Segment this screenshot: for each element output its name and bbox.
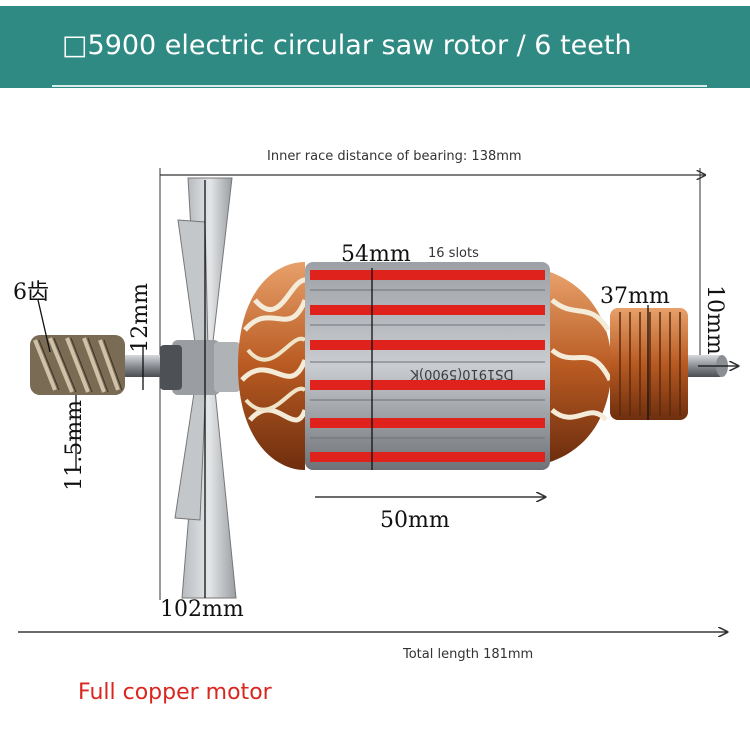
commutator	[610, 308, 688, 420]
commutator-diameter-label: 37mm	[600, 284, 670, 309]
core-length-label: 50mm	[380, 508, 450, 533]
copper-note: Full copper motor	[78, 680, 272, 705]
dimension-lines	[18, 180, 738, 632]
shaft-end-diameter-label: 10mm	[702, 285, 727, 355]
fan-diameter-label: 102mm	[160, 597, 244, 622]
gear-teeth-label: 6齿	[13, 280, 49, 305]
bearing-distance-label: Inner race distance of bearing: 138mm	[267, 149, 522, 164]
gear-diameter-label: 11.5mm	[62, 400, 87, 491]
armature-core: DS1910(5900)K	[305, 262, 550, 470]
core-marking: DS1910(5900)K	[410, 366, 514, 381]
slot-count-label: 16 slots	[428, 246, 479, 261]
total-length-label: Total length 181mm	[403, 647, 534, 662]
shaft-front-diameter-label: 12mm	[128, 283, 153, 353]
core-diameter-label: 54mm	[341, 242, 411, 267]
title-underline	[52, 85, 707, 87]
front-winding	[238, 262, 308, 470]
pinion-gear	[30, 335, 125, 395]
page-title: □5900 electric circular saw rotor / 6 te…	[62, 30, 632, 61]
rear-winding	[550, 272, 613, 462]
cooling-fan	[160, 177, 240, 599]
title-banner: □5900 electric circular saw rotor / 6 te…	[0, 6, 750, 88]
